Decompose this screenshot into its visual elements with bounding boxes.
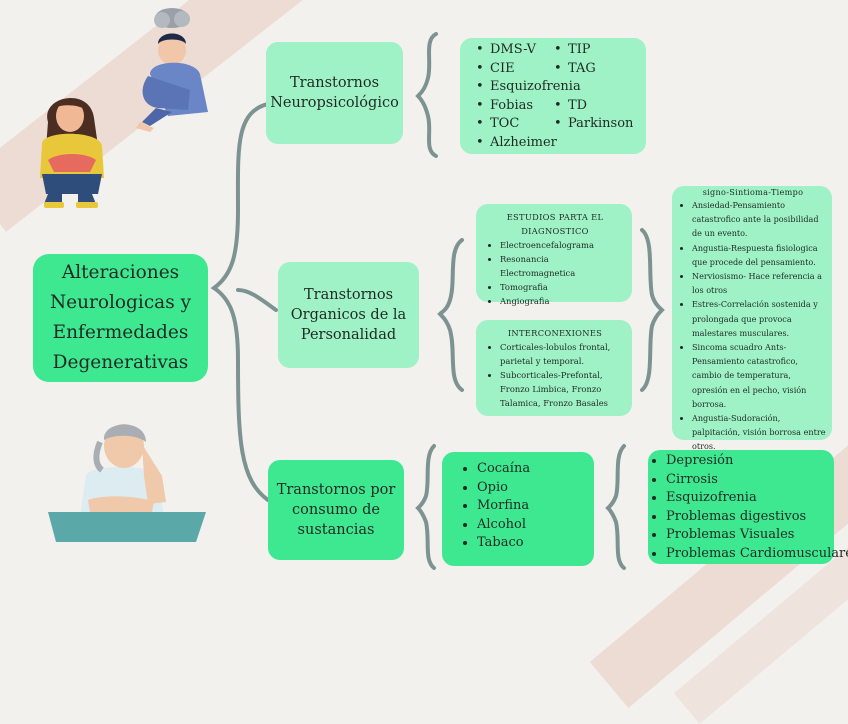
list-item: TIP xyxy=(554,41,644,60)
list-item: Corticales-lobulos frontal, parietal y t… xyxy=(500,340,624,368)
symptoms-title: signo-Sintioma-Tiempo xyxy=(702,187,804,197)
list-item: Resonancia Electromagnetica xyxy=(500,252,624,280)
main-title-box: Alteraciones Neurologicas y Enfermedades… xyxy=(33,254,208,382)
studies-box: ESTUDIOS PARTA EL DIAGNOSTICO Electroenc… xyxy=(476,204,632,306)
list-item: Depresión xyxy=(666,452,834,471)
list-item: Estres-Correlación sostenida y prolongad… xyxy=(692,297,828,340)
studies-title: ESTUDIOS PARTA EL DIAGNOSTICO xyxy=(506,212,604,236)
interconnections-list: Corticales-lobulos frontal, parietal y t… xyxy=(486,340,624,410)
neuro-items-list: DMS-V TIP CIE TAG Esquizofrenia Fobias T… xyxy=(476,41,646,152)
effects-box: Depresión Cirrosis Esquizofrenia Problem… xyxy=(648,450,848,564)
list-item: Parkinson xyxy=(554,115,644,134)
list-item: Opio xyxy=(477,479,594,498)
list-item: Problemas digestivos xyxy=(666,508,834,527)
list-item: Angiografia xyxy=(500,294,624,308)
list-item: Cocaína xyxy=(477,460,594,479)
list-item: Morfina xyxy=(477,497,594,516)
interconnections-box: INTERCONEXIONES Corticales-lobulos front… xyxy=(476,320,632,416)
list-item: Esquizofrenia xyxy=(666,489,834,508)
sad-person-sitting-icon xyxy=(136,8,208,132)
list-item: Alzheimer xyxy=(476,134,644,153)
list-item: Tomografia xyxy=(500,280,624,294)
list-item: DMS-V xyxy=(476,41,554,60)
stressed-man-at-desk-icon xyxy=(48,424,206,542)
list-item: Electroencefalograma xyxy=(500,238,624,252)
list-item: Angustia-Respuesta fisiologica que proce… xyxy=(692,241,828,269)
list-item: CIE xyxy=(476,60,554,79)
symptoms-list: Ansiedad-Pensamiento catastrofico ante l… xyxy=(678,198,828,454)
list-item: Cirrosis xyxy=(666,471,834,490)
list-item: Problemas Cardiomusculares xyxy=(666,545,848,564)
list-item: Sincoma scuadro Ants- Pensamiento catast… xyxy=(692,340,828,411)
substances-title: Transtornos por consumo de sustancias xyxy=(276,482,396,538)
list-item: Fobias xyxy=(476,97,554,116)
list-item: Alcohol xyxy=(477,516,594,535)
neuro-title: Transtornos Neuropsicológico xyxy=(270,75,399,111)
organic-title: Transtornos Organicos de la Personalidad xyxy=(290,287,407,343)
neuro-items-box: DMS-V TIP CIE TAG Esquizofrenia Fobias T… xyxy=(460,38,646,154)
list-item: TD xyxy=(554,97,644,116)
connector-lines xyxy=(210,32,665,570)
organic-category-box: Transtornos Organicos de la Personalidad xyxy=(278,262,419,368)
substances-list: Cocaína Opio Morfina Alcohol Tabaco xyxy=(462,460,594,553)
list-item: Angustia-Sudoración, palpitación, visión… xyxy=(692,411,828,454)
effects-list: Depresión Cirrosis Esquizofrenia Problem… xyxy=(650,452,848,564)
list-item: Esquizofrenia xyxy=(476,78,644,97)
list-item: Nerviosismo- Hace referencia a los otros xyxy=(692,269,828,297)
substances-category-box: Transtornos por consumo de sustancias xyxy=(268,460,404,560)
list-item: Subcorticales-Prefontal, Fronzo Limbica,… xyxy=(500,368,624,410)
studies-list: Electroencefalograma Resonancia Electrom… xyxy=(486,238,624,308)
crying-woman-icon xyxy=(40,97,104,208)
list-item: TAG xyxy=(554,60,644,79)
list-item: Ansiedad-Pensamiento catastrofico ante l… xyxy=(692,198,828,241)
list-item: Problemas Visuales xyxy=(666,526,834,545)
list-item: Tabaco xyxy=(477,534,594,553)
substances-items-box: Cocaína Opio Morfina Alcohol Tabaco xyxy=(442,452,594,566)
main-title: Alteraciones Neurologicas y Enfermedades… xyxy=(49,262,192,373)
list-item: TOC xyxy=(476,115,554,134)
symptoms-box: signo-Sintioma-Tiempo Ansiedad-Pensamien… xyxy=(672,186,832,451)
neuro-category-box: Transtornos Neuropsicológico xyxy=(266,42,403,144)
interconnections-title: INTERCONEXIONES xyxy=(507,328,603,338)
